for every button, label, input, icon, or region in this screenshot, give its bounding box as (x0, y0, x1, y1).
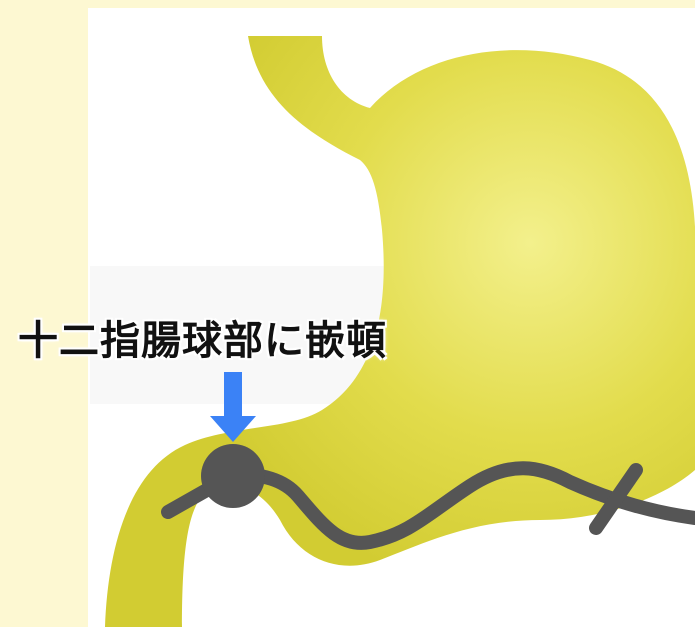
blue-down-arrow-icon (210, 372, 256, 442)
tube-cross-handle (589, 463, 643, 535)
tube (161, 461, 695, 550)
annotation-label: 十二指腸球部に嵌頓 (18, 318, 387, 364)
capsule-icon (201, 444, 265, 508)
